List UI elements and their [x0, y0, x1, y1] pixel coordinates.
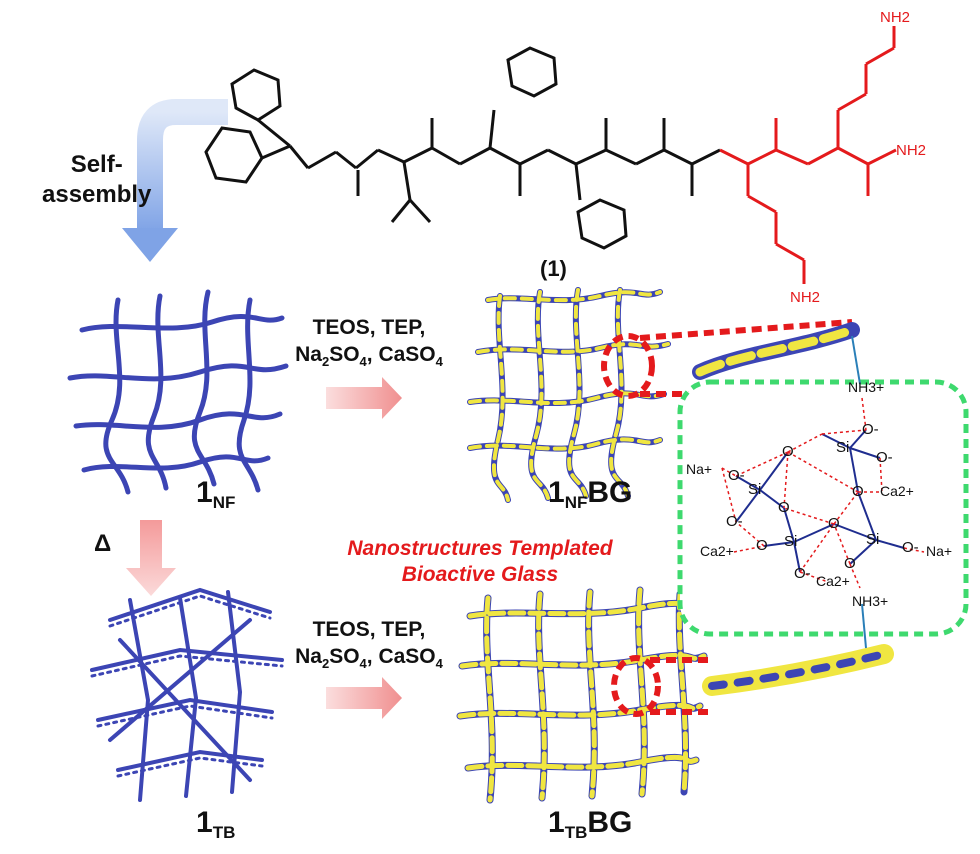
svg-text:Ca2+: Ca2+ — [816, 573, 850, 589]
reagents-bottom-line1: TEOS, TEP, — [312, 618, 426, 641]
self-assembly-arrow — [122, 99, 228, 262]
svg-text:NH2: NH2 — [790, 289, 820, 306]
svg-text:O-: O- — [876, 449, 893, 466]
svg-text:NH3+: NH3+ — [852, 593, 888, 609]
compound-label: (1) — [540, 256, 567, 281]
amine-link-top — [851, 335, 861, 385]
self-assembly-label: Self- assembly — [42, 150, 151, 210]
svg-text:Na+: Na+ — [686, 461, 712, 477]
svg-text:O: O — [782, 443, 794, 460]
svg-text:O: O — [828, 515, 840, 532]
interaction-inset — [677, 379, 969, 637]
label-1nfbg: 1NFBG — [548, 476, 633, 512]
reagents-top: TEOS, TEP, Na2SO4, CaSO4 — [274, 314, 464, 375]
peptide-structure — [204, 46, 721, 250]
caption-line1: Nanostructures Templated — [347, 537, 613, 560]
label-1tb: 1TB — [196, 806, 236, 842]
svg-text:O: O — [852, 483, 864, 500]
arrow-nf-to-nfbg — [326, 377, 402, 419]
twisted-bundle-bioglass-network — [456, 586, 708, 804]
twisted-bundle-network — [90, 587, 284, 802]
reagents-top-line1: TEOS, TEP, — [312, 316, 426, 339]
inset-atom-labels: NH3+ O- O O- Si O- Na+ Si O Ca2+ O O- O … — [686, 379, 952, 609]
caption-bioactive-glass: Nanostructures Templated Bioactive Glass — [300, 536, 660, 588]
svg-text:Si: Si — [866, 531, 879, 548]
silicate-bonds — [735, 429, 905, 573]
svg-text:O: O — [756, 537, 768, 554]
molecule-atom-labels: NH2 NH2 NH2 — [790, 9, 926, 306]
svg-text:Si: Si — [748, 481, 761, 498]
svg-text:NH3+: NH3+ — [848, 379, 884, 395]
svg-text:O-: O- — [726, 513, 743, 530]
svg-text:Si: Si — [784, 533, 797, 550]
reagents-bottom: TEOS, TEP, Na2SO4, CaSO4 — [274, 616, 464, 677]
ionic-interactions — [721, 397, 925, 589]
label-1tbbg: 1TBBG — [548, 806, 633, 842]
caption-line2: Bioactive Glass — [401, 563, 559, 586]
svg-text:Na+: Na+ — [926, 543, 952, 559]
svg-text:NH2: NH2 — [896, 142, 926, 159]
svg-text:O-: O- — [862, 421, 879, 438]
svg-text:Ca2+: Ca2+ — [880, 483, 914, 499]
self-assembly-line1: Self- — [70, 151, 123, 178]
svg-text:O-: O- — [902, 539, 919, 556]
label-delta: Δ — [94, 530, 112, 557]
arrow-delta — [126, 520, 176, 596]
zoomed-fiber-top — [692, 322, 860, 380]
amine-link-bottom — [861, 603, 867, 649]
label-1nf: 1NF — [196, 476, 236, 512]
nanofiber-network — [67, 289, 289, 495]
zoom-highlight-bottom — [611, 655, 708, 717]
svg-text:Si: Si — [836, 439, 849, 456]
reagents-bottom-line2: Na2SO4, CaSO4 — [295, 645, 443, 672]
svg-text:O: O — [778, 499, 790, 516]
svg-text:O: O — [844, 555, 856, 572]
lysine-segment — [719, 26, 897, 284]
svg-text:O-: O- — [728, 467, 745, 484]
reagents-top-line2: Na2SO4, CaSO4 — [295, 343, 443, 370]
self-assembly-line2: assembly — [42, 181, 152, 208]
svg-text:O-: O- — [794, 565, 811, 582]
svg-text:Ca2+: Ca2+ — [700, 543, 734, 559]
svg-text:NH2: NH2 — [880, 9, 910, 26]
zoomed-fiber-bottom — [702, 644, 894, 696]
arrow-tb-to-tbbg — [326, 677, 402, 719]
